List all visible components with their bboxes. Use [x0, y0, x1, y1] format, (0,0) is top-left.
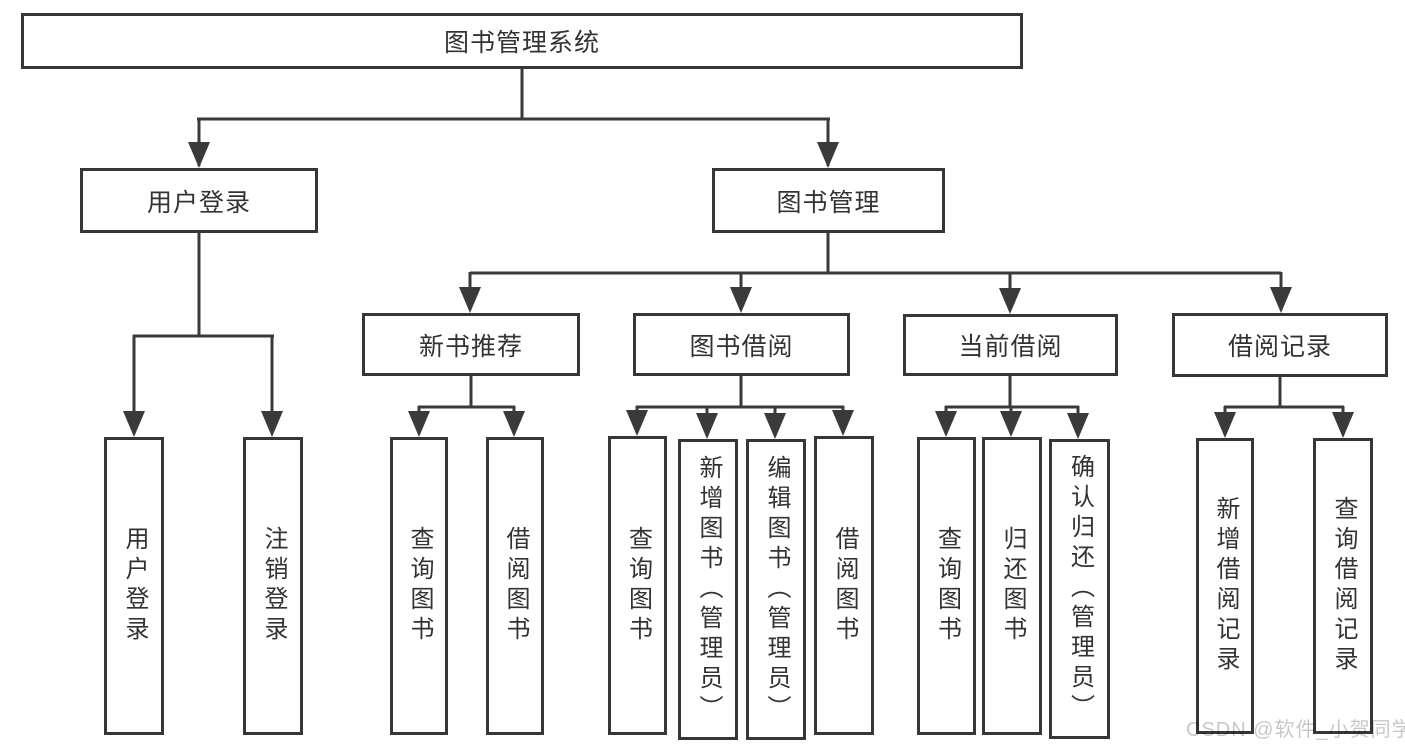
node-root: 图书管理系统	[21, 13, 1023, 69]
node-borrow-records-label: 借阅记录	[1227, 333, 1332, 361]
leaf-return-book-label: 归还图书	[999, 526, 1026, 646]
leaf-query-book-3-label: 查询图书	[933, 526, 961, 646]
leaf-user-login: 用户登录	[104, 437, 164, 735]
node-current-borrow-label: 当前借阅	[958, 333, 1063, 361]
leaf-add-borrow-record: 新增借阅记录	[1196, 438, 1254, 734]
node-book-management: 图书管理	[712, 168, 945, 233]
leaf-edit-book-admin: 编辑图书（管理员）	[746, 439, 806, 740]
leaf-edit-book-admin-label: 编辑图书（管理员）	[763, 454, 790, 725]
leaf-confirm-return-admin-label: 确认归还（管理员）	[1066, 454, 1094, 724]
node-borrow-records: 借阅记录	[1172, 313, 1388, 377]
node-user-login-label: 用户登录	[146, 188, 251, 217]
node-book-borrow: 图书借阅	[633, 313, 850, 376]
leaf-add-borrow-record-label: 新增借阅记录	[1212, 496, 1239, 676]
leaf-confirm-return-admin: 确认归还（管理员）	[1049, 439, 1110, 739]
leaf-borrow-book-2-label: 借阅图书	[831, 525, 858, 646]
leaf-borrow-book-1: 借阅图书	[486, 437, 544, 735]
node-root-label: 图书管理系统	[443, 29, 600, 57]
leaf-query-borrow-record-label: 查询借阅记录	[1330, 496, 1357, 676]
leaf-query-book-2: 查询图书	[608, 436, 667, 735]
node-new-book-recommend-label: 新书推荐	[418, 332, 523, 361]
node-new-book-recommend: 新书推荐	[362, 313, 580, 376]
leaf-add-book-admin-label: 新增图书（管理员）	[695, 454, 722, 725]
leaf-query-book-1: 查询图书	[390, 437, 448, 735]
node-book-borrow-label: 图书借阅	[689, 332, 794, 361]
node-user-login: 用户登录	[80, 168, 318, 233]
leaf-borrow-book-1-label: 借阅图书	[502, 526, 529, 646]
leaf-query-book-3: 查询图书	[917, 437, 976, 735]
leaf-user-login-label: 用户登录	[121, 526, 148, 646]
leaf-return-book: 归还图书	[982, 437, 1042, 735]
arrowheads	[123, 142, 1354, 439]
node-book-management-label: 图书管理	[776, 188, 881, 217]
leaf-logout: 注销登录	[243, 437, 303, 735]
leaf-query-borrow-record: 查询借阅记录	[1313, 438, 1373, 734]
leaf-query-book-1-label: 查询图书	[406, 526, 433, 646]
leaf-query-book-2-label: 查询图书	[624, 525, 652, 646]
watermark: CSDN @软件_小贺同学	[1186, 719, 1405, 741]
leaf-logout-label: 注销登录	[260, 526, 287, 646]
leaf-add-book-admin: 新增图书（管理员）	[678, 439, 738, 740]
leaf-borrow-book-2: 借阅图书	[814, 436, 874, 735]
node-current-borrow: 当前借阅	[903, 314, 1118, 376]
